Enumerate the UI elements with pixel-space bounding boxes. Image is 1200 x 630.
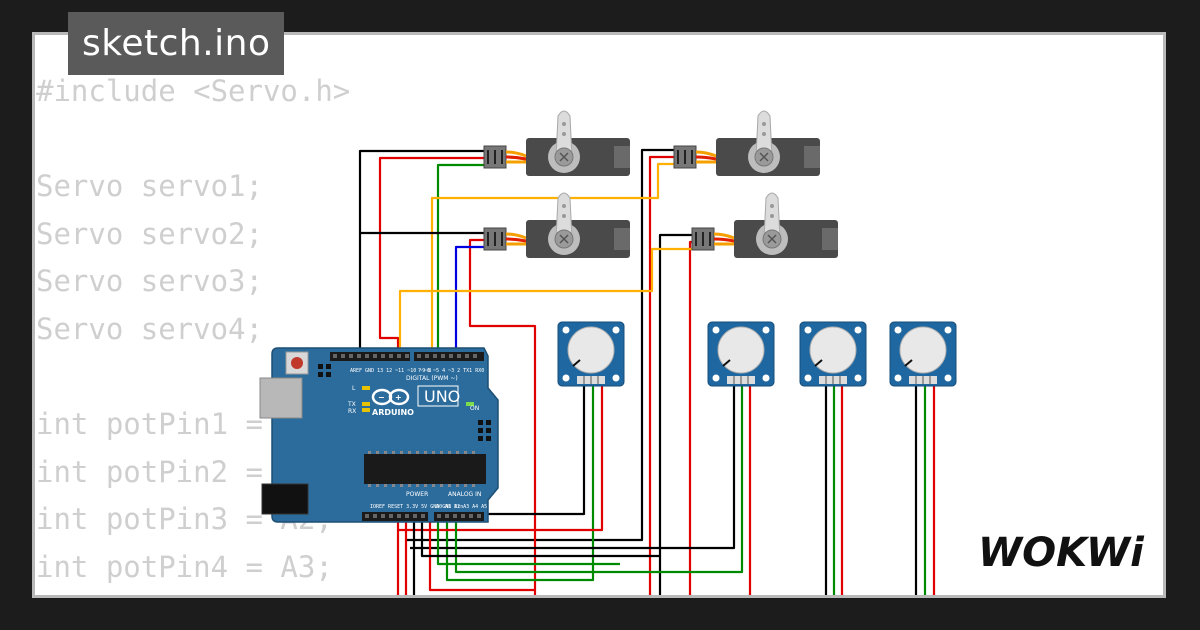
- model-label: UNO: [424, 387, 460, 406]
- potentiometer-1[interactable]: [557, 321, 625, 387]
- wire-pot2-gnd: [410, 386, 736, 550]
- svg-text:+: +: [395, 393, 402, 402]
- code-background: #include <Servo.h> Servo servo1; Servo ser…: [36, 68, 350, 592]
- microcontroller-chip: [364, 454, 486, 484]
- svg-text:A0 A1 A2 A3 A4 A5: A0 A1 A2 A3 A4 A5: [436, 504, 487, 510]
- power-header: [362, 512, 428, 521]
- digital-header-1: [330, 352, 410, 361]
- svg-text:ON: ON: [470, 405, 479, 412]
- potentiometer-3[interactable]: [799, 321, 867, 387]
- potentiometer-4[interactable]: [889, 321, 957, 387]
- wires: [358, 148, 936, 595]
- servo-2[interactable]: [673, 110, 820, 176]
- svg-text:L: L: [352, 385, 356, 392]
- power-jack: [261, 483, 309, 515]
- wire-pot1-vcc: [398, 386, 604, 532]
- svg-text:AREF GND 13 12 ~11 ~10 ~9 8: AREF GND 13 12 ~11 ~10 ~9 8: [350, 368, 431, 374]
- wire-servo1-signal: [436, 163, 484, 356]
- wire-servo3-vcc: [468, 238, 537, 595]
- svg-text:IOREF RESET 3.3V 5V GND GND Vi: IOREF RESET 3.3V 5V GND GND Vin: [370, 504, 463, 510]
- analog-header: [434, 512, 484, 521]
- svg-text:−: −: [378, 393, 385, 402]
- potentiometer-2[interactable]: [707, 321, 775, 387]
- servo-4[interactable]: [691, 192, 838, 258]
- servo-1[interactable]: [483, 110, 630, 176]
- brand-label: ARDUINO: [372, 408, 414, 417]
- wire-servo4-gnd: [658, 233, 694, 595]
- arduino-logo-icon: [371, 388, 410, 406]
- digital-label: DIGITAL (PWM ~): [406, 375, 458, 382]
- code-line: Servo servo1;: [36, 169, 263, 204]
- code-line: Servo servo4;: [36, 311, 263, 346]
- wokwi-logo-text: WOKWi: [978, 530, 1145, 576]
- code-line: #include <Servo.h>: [36, 74, 351, 108]
- power-label: POWER: [406, 491, 428, 498]
- wokwi-logo: WOKWi: [978, 530, 1145, 576]
- code-line: int potPin4 = A3;: [36, 549, 333, 584]
- wire-servo3-signal: [454, 245, 484, 356]
- analog-label: ANALOG IN: [448, 491, 481, 498]
- code-line: Servo servo2;: [36, 216, 263, 251]
- code-line: Servo servo3;: [36, 264, 263, 299]
- svg-text:RX: RX: [348, 408, 356, 415]
- wire-servo1-gnd: [358, 149, 484, 356]
- wire-pot2-signal: [454, 386, 744, 574]
- servo-3[interactable]: [483, 192, 630, 258]
- wire-servo4-signal: [398, 247, 694, 356]
- canvas-frame: [32, 32, 1166, 598]
- usb-port: [259, 377, 303, 419]
- file-tab[interactable]: sketch.ino: [68, 12, 285, 75]
- svg-text:TX: TX: [347, 401, 356, 408]
- svg-text:7 ~6 ~5 4 ~3 2 TX1 RX0: 7 ~6 ~5 4 ~3 2 TX1 RX0: [418, 368, 484, 374]
- wire-servo2-signal: [430, 162, 674, 356]
- wire-servo2-gnd: [406, 148, 674, 542]
- wire-servo2-vcc: [648, 155, 674, 595]
- arduino-uno-board[interactable]: AREF GND 13 12 ~11 ~10 ~9 8 7 ~6 ~5 4 ~3…: [259, 347, 499, 523]
